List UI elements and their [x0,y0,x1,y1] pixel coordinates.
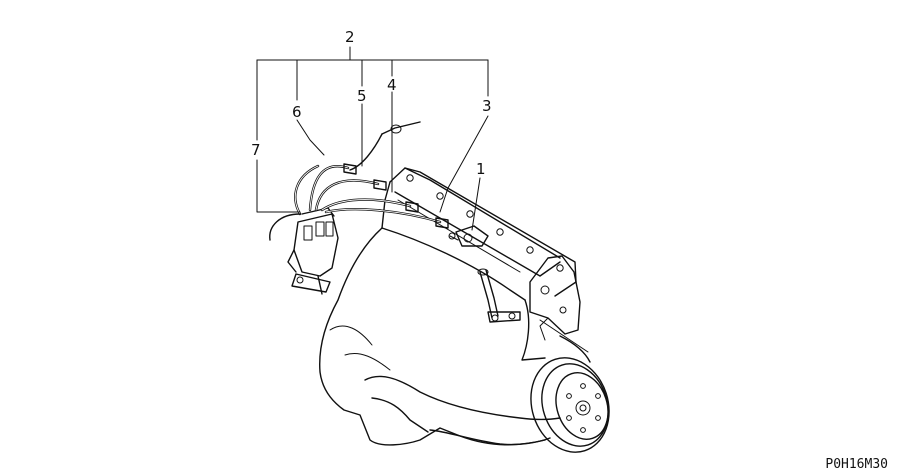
callout-3: 3 [482,97,492,115]
distributor [287,207,339,295]
sensor-component [448,225,489,247]
engine-block [318,227,591,446]
callout-leaders [256,46,489,231]
callout-5: 5 [357,87,367,105]
cylinder-head [381,167,581,341]
diagram-code: P0H16M30 [825,457,888,472]
crankshaft-pulley [530,357,610,453]
callout-4: 4 [387,76,397,94]
callout-7: 7 [251,141,261,159]
dipstick-tube [477,268,521,323]
spark-plug-wires [269,121,449,241]
callout-1: 1 [476,160,486,178]
callout-2: 2 [345,28,355,46]
callout-6: 6 [292,103,302,121]
